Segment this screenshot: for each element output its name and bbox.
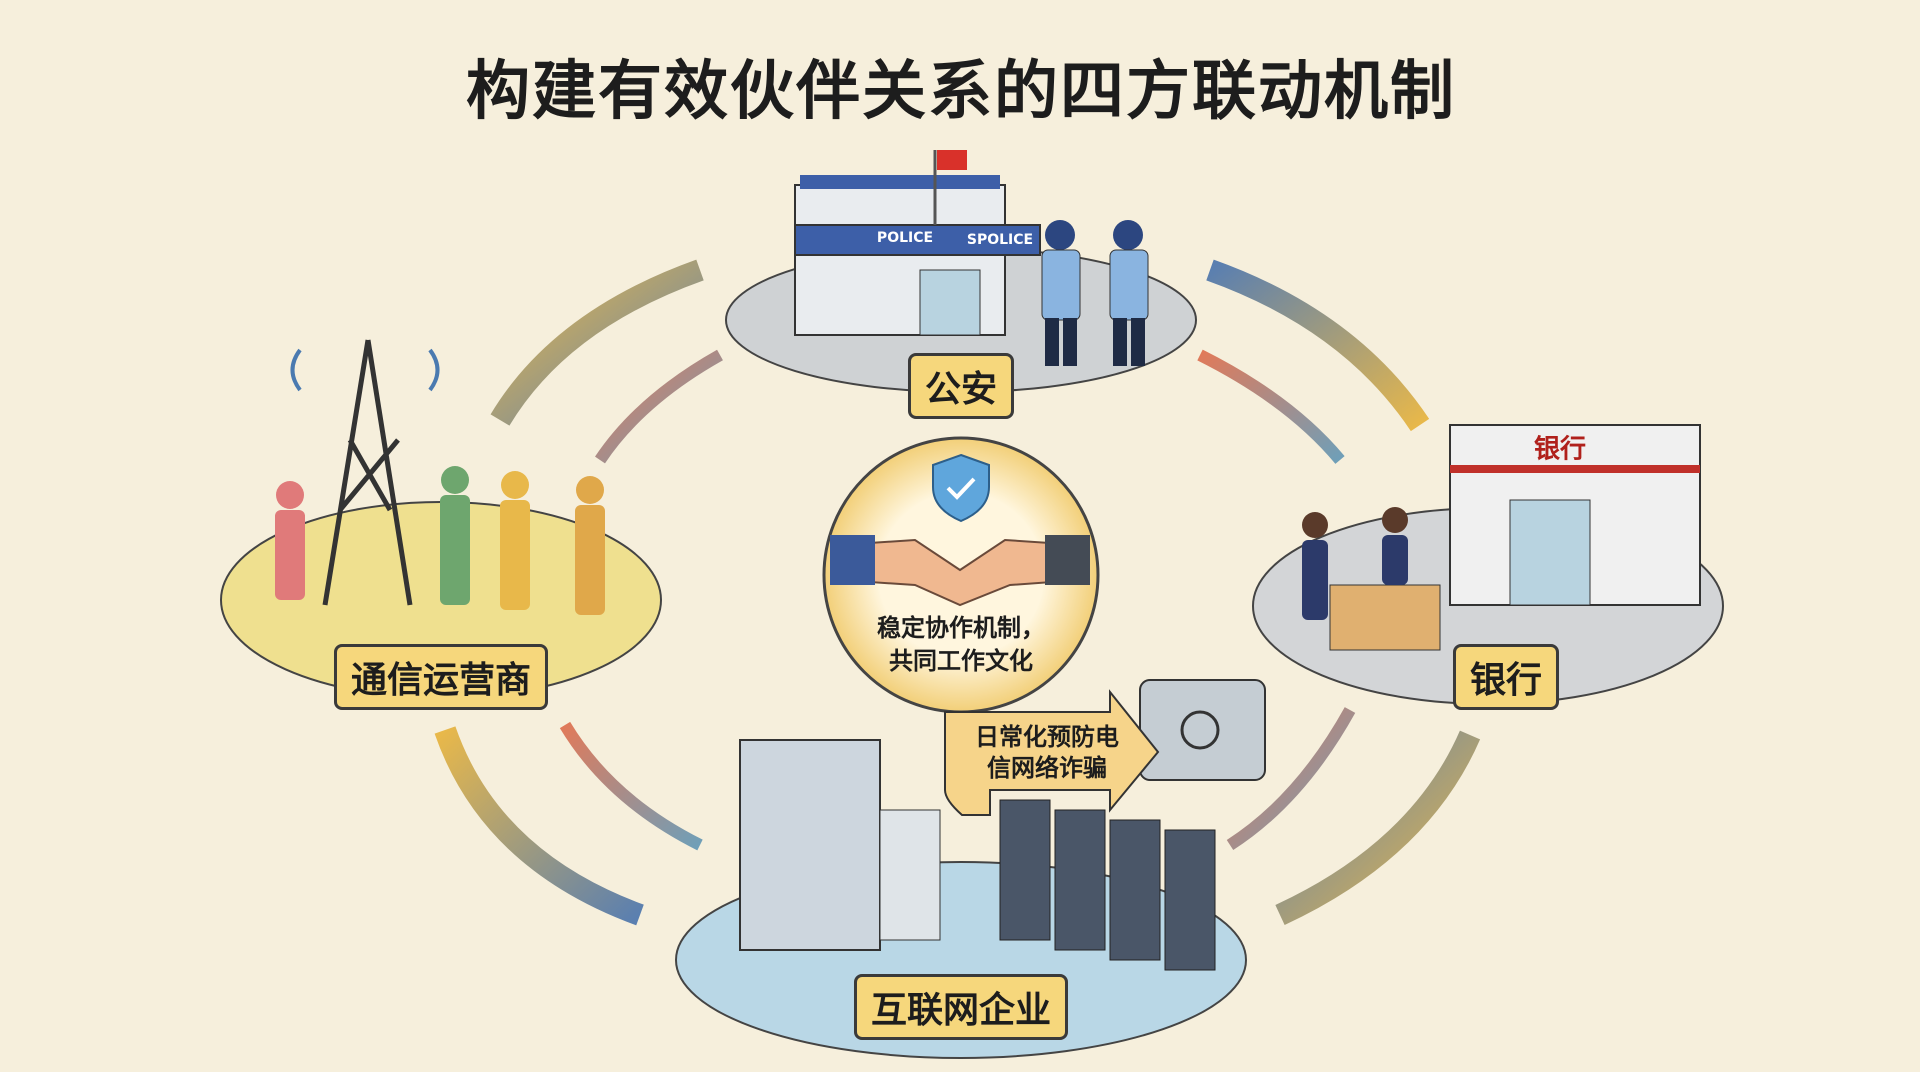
center-caption-line1: 稳定协作机制， (877, 614, 1045, 642)
center-caption: 稳定协作机制， 共同工作文化 (877, 612, 1045, 678)
arrow-telecom-internet-inner (559, 721, 703, 851)
double-arrows (434, 259, 1481, 926)
arrow-telecom-police (490, 259, 704, 426)
police-sign-right: SPOLICE (966, 232, 1034, 248)
arrow-telecom-internet (434, 726, 644, 926)
shield-check-icon (932, 453, 990, 523)
police-sign-left: POLICE (876, 230, 934, 246)
arrow-bank-internet-inner (1226, 707, 1356, 851)
page-title: 构建有效伙伴关系的四方联动机制 (466, 55, 1456, 129)
bank-island (1252, 424, 1724, 705)
arrow-telecom-police-inner (595, 349, 723, 464)
internet-island (675, 679, 1266, 1059)
bank-building-sign: 银行 (1533, 434, 1587, 465)
police-island (725, 150, 1197, 393)
prevention-arrow (944, 689, 1160, 816)
center-caption-line2: 共同工作文化 (889, 647, 1033, 675)
telecom-label: 通信运营商 (333, 644, 549, 710)
prevention-caption-line2: 信网络诈骗 (987, 754, 1107, 782)
arrow-police-bank-inner (1197, 349, 1345, 464)
telecom-island (220, 339, 662, 699)
prevention-caption: 日常化预防电 信网络诈骗 (975, 722, 1119, 784)
prevention-caption-line1: 日常化预防电 (975, 723, 1119, 751)
bank-label: 银行 (1452, 644, 1560, 710)
arrow-police-bank (1206, 259, 1430, 432)
internet-label: 互联网企业 (853, 974, 1069, 1040)
arrow-bank-internet (1275, 730, 1481, 925)
police-label: 公安 (907, 353, 1015, 419)
